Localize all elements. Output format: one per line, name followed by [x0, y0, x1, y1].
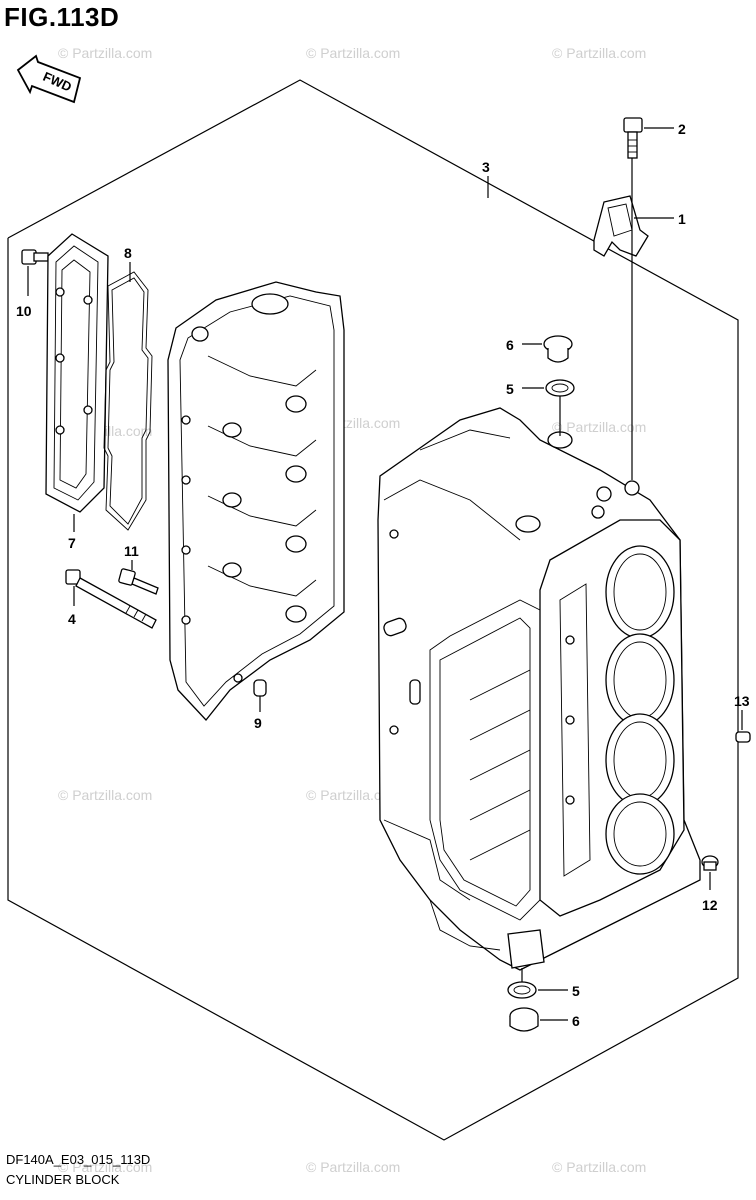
callout-6-top: 6 — [506, 337, 514, 353]
assembly-boundary — [7, 79, 739, 1141]
callout-3: 3 — [482, 159, 490, 175]
watermark: © Partzilla.com — [552, 1159, 646, 1175]
crankcase — [167, 281, 345, 721]
washer-part-5-top — [545, 379, 575, 397]
watermark: © Partzilla.com — [552, 45, 646, 61]
callout-9: 9 — [254, 715, 262, 731]
plug-part-12 — [701, 855, 719, 871]
callout-12: 12 — [702, 897, 718, 913]
callout-4: 4 — [68, 611, 76, 627]
bracket-part-1 — [593, 195, 649, 257]
bolt-part-4 — [65, 569, 157, 629]
watermark: © Partzilla.com — [306, 787, 400, 803]
cylinder-block — [377, 407, 701, 971]
callouts: 2 1 3 8 10 6 5 7 11 4 9 13 12 5 6 — [16, 121, 750, 1029]
callout-2: 2 — [678, 121, 686, 137]
cover-part-7 — [45, 233, 109, 513]
callout-5-bottom: 5 — [572, 983, 580, 999]
callout-5-top: 5 — [506, 381, 514, 397]
dowel-part-13 — [735, 731, 751, 743]
bolt-part-2 — [623, 117, 643, 159]
callout-1: 1 — [678, 211, 686, 227]
watermark: © Partzilla.com — [306, 1159, 400, 1175]
callout-8: 8 — [124, 245, 132, 261]
washer-part-5-bottom — [507, 981, 537, 999]
figure-code: DF140A_E03_015_113D — [6, 1152, 151, 1167]
callout-6-bottom: 6 — [572, 1013, 580, 1029]
callout-11: 11 — [124, 543, 139, 559]
watermark: © Partzilla.com — [58, 45, 152, 61]
gasket-part-8 — [103, 271, 153, 531]
figure-title: FIG.113D — [4, 2, 120, 32]
watermark: © Partzilla.com — [58, 1159, 152, 1175]
plug-part-6-top — [543, 335, 573, 363]
watermark: © Partzilla.com — [306, 45, 400, 61]
bolt-part-11 — [118, 568, 159, 595]
callout-7: 7 — [68, 535, 76, 551]
plug-part-6-bottom — [509, 1007, 539, 1032]
figure-name: CYLINDER BLOCK — [6, 1172, 120, 1187]
fwd-arrow-icon: FWD — [16, 54, 82, 104]
watermark: © Partzilla.com — [58, 787, 152, 803]
callout-13: 13 — [734, 693, 750, 709]
callout-10: 10 — [16, 303, 32, 319]
bolt-part-10 — [21, 249, 49, 265]
dowel-part-9 — [253, 679, 267, 697]
watermark: © Partzilla.com — [552, 419, 646, 435]
